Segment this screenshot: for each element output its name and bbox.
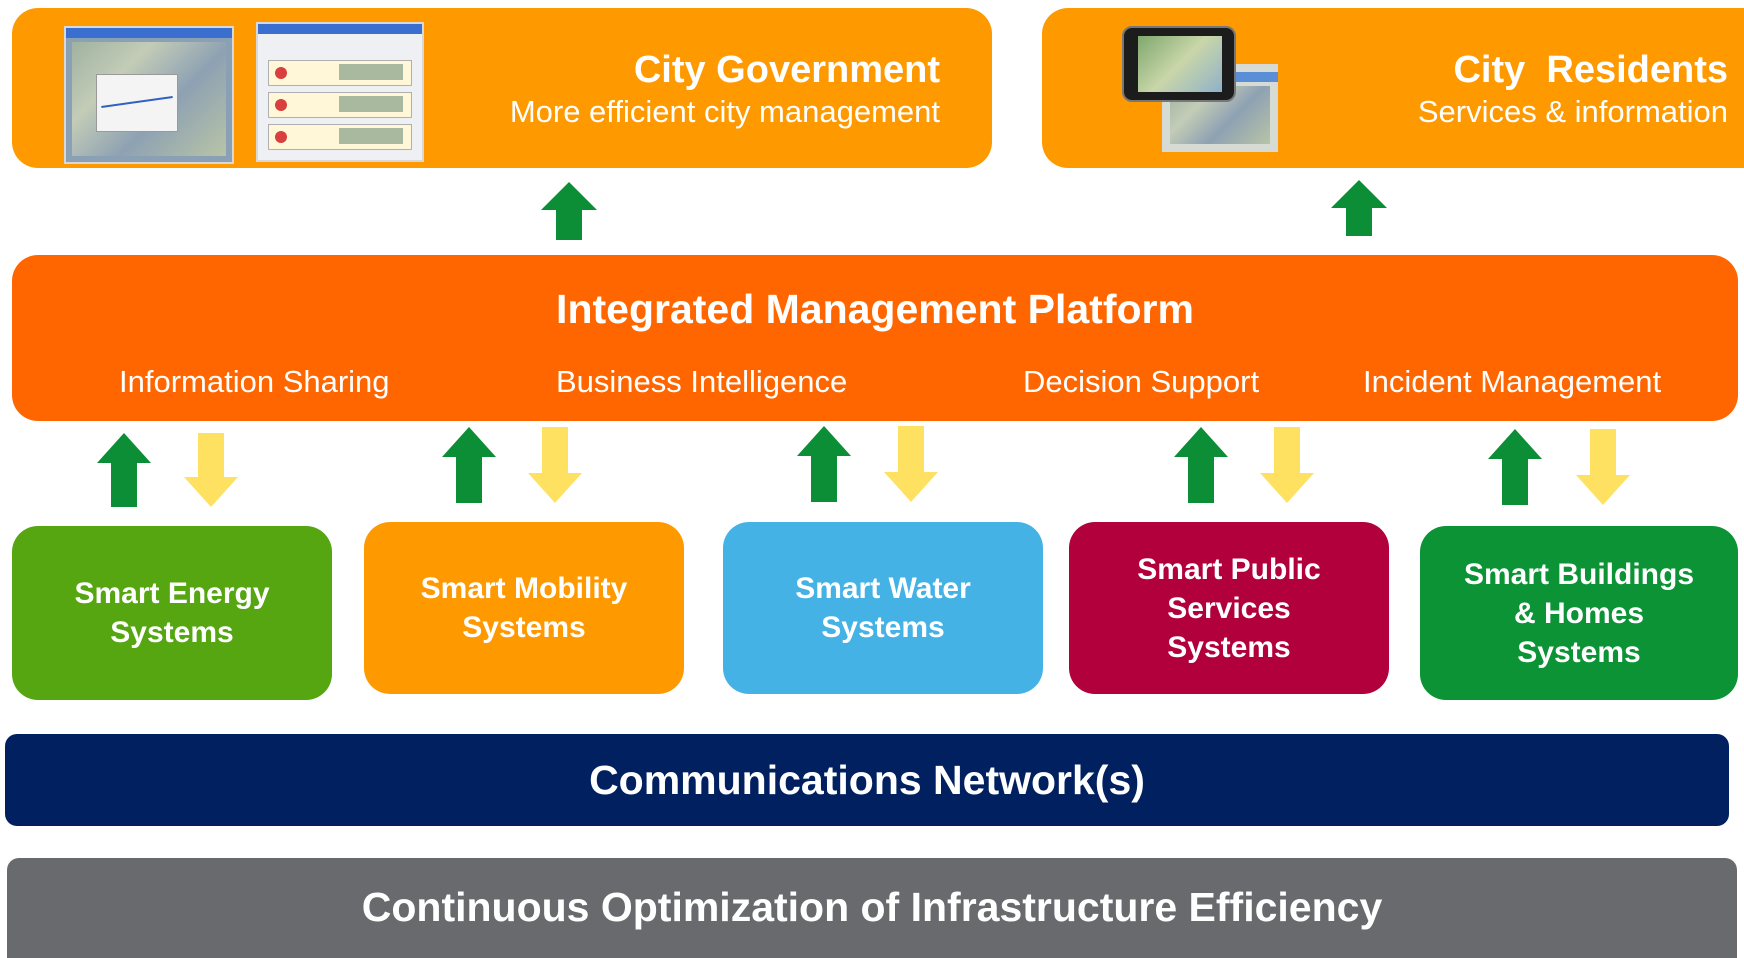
- city-residents-title: City Residents: [1453, 49, 1728, 91]
- arrow-up-icon: [97, 433, 151, 507]
- platform-title: Integrated Management Platform: [556, 286, 1194, 332]
- arrow-down-icon: [1260, 427, 1314, 503]
- arrow-up-icon: [1488, 429, 1542, 505]
- dashboard-row: [268, 92, 412, 118]
- phone-display: [1138, 36, 1222, 92]
- arrow-up-icon: [797, 426, 851, 502]
- city-government-box: City Government More efficient city mana…: [12, 8, 992, 168]
- smart-energy-label: Smart Energy Systems: [74, 577, 270, 649]
- dashboard-row: [268, 60, 412, 86]
- arrow-down-icon: [184, 433, 238, 507]
- capability-business-intelligence: Business Intelligence: [556, 364, 848, 399]
- chart-popup-thumbnail: [96, 74, 178, 132]
- window-titlebar: [258, 24, 422, 34]
- city-government-subtitle: More efficient city management: [509, 94, 940, 129]
- smart-mobility-systems: Smart Mobility Systems: [364, 522, 684, 694]
- smart-energy-systems: Smart Energy Systems: [12, 526, 332, 700]
- smart-public-services-systems: Smart Public Services Systems: [1069, 522, 1389, 694]
- city-residents-subtitle: Services & information: [1417, 94, 1728, 129]
- city-residents-box: City Residents Services & information: [1042, 8, 1744, 168]
- smart-water-label: Smart Water Systems: [795, 572, 971, 644]
- smart-water-systems: Smart Water Systems: [723, 522, 1043, 694]
- smart-mobility-label: Smart Mobility Systems: [420, 572, 628, 644]
- capability-information-sharing: Information Sharing: [119, 364, 390, 399]
- arrow-up-icon: [1331, 180, 1387, 236]
- smart-buildings-homes-systems: Smart Buildings & Homes Systems: [1420, 526, 1738, 700]
- arrow-up-icon: [541, 182, 597, 240]
- capability-incident-management: Incident Management: [1363, 364, 1662, 399]
- continuous-optimization-bar: Continuous Optimization of Infrastructur…: [7, 858, 1737, 958]
- city-government-title: City Government: [633, 49, 940, 91]
- dashboard-row: [268, 124, 412, 150]
- arrow-up-icon: [442, 427, 496, 503]
- arrow-down-icon: [884, 426, 938, 502]
- window-titlebar: [66, 28, 232, 38]
- smart-buildings-homes-label: Smart Buildings & Homes Systems: [1463, 557, 1695, 669]
- continuous-optimization-label: Continuous Optimization of Infrastructur…: [361, 884, 1383, 930]
- smartphone-icon: [1122, 26, 1236, 102]
- arrow-down-icon: [528, 427, 582, 503]
- dashboard-application-screenshot: [256, 22, 424, 162]
- map-application-screenshot: [64, 26, 234, 164]
- smart-public-services-label: Smart Public Services Systems: [1137, 552, 1321, 664]
- arrow-up-icon: [1174, 427, 1228, 503]
- capability-decision-support: Decision Support: [1023, 364, 1260, 399]
- communications-network-bar: Communications Network(s): [5, 734, 1729, 826]
- integrated-management-platform: Integrated Management Platform Informati…: [12, 255, 1738, 421]
- arrow-down-icon: [1576, 429, 1630, 505]
- communications-network-label: Communications Network(s): [589, 756, 1145, 803]
